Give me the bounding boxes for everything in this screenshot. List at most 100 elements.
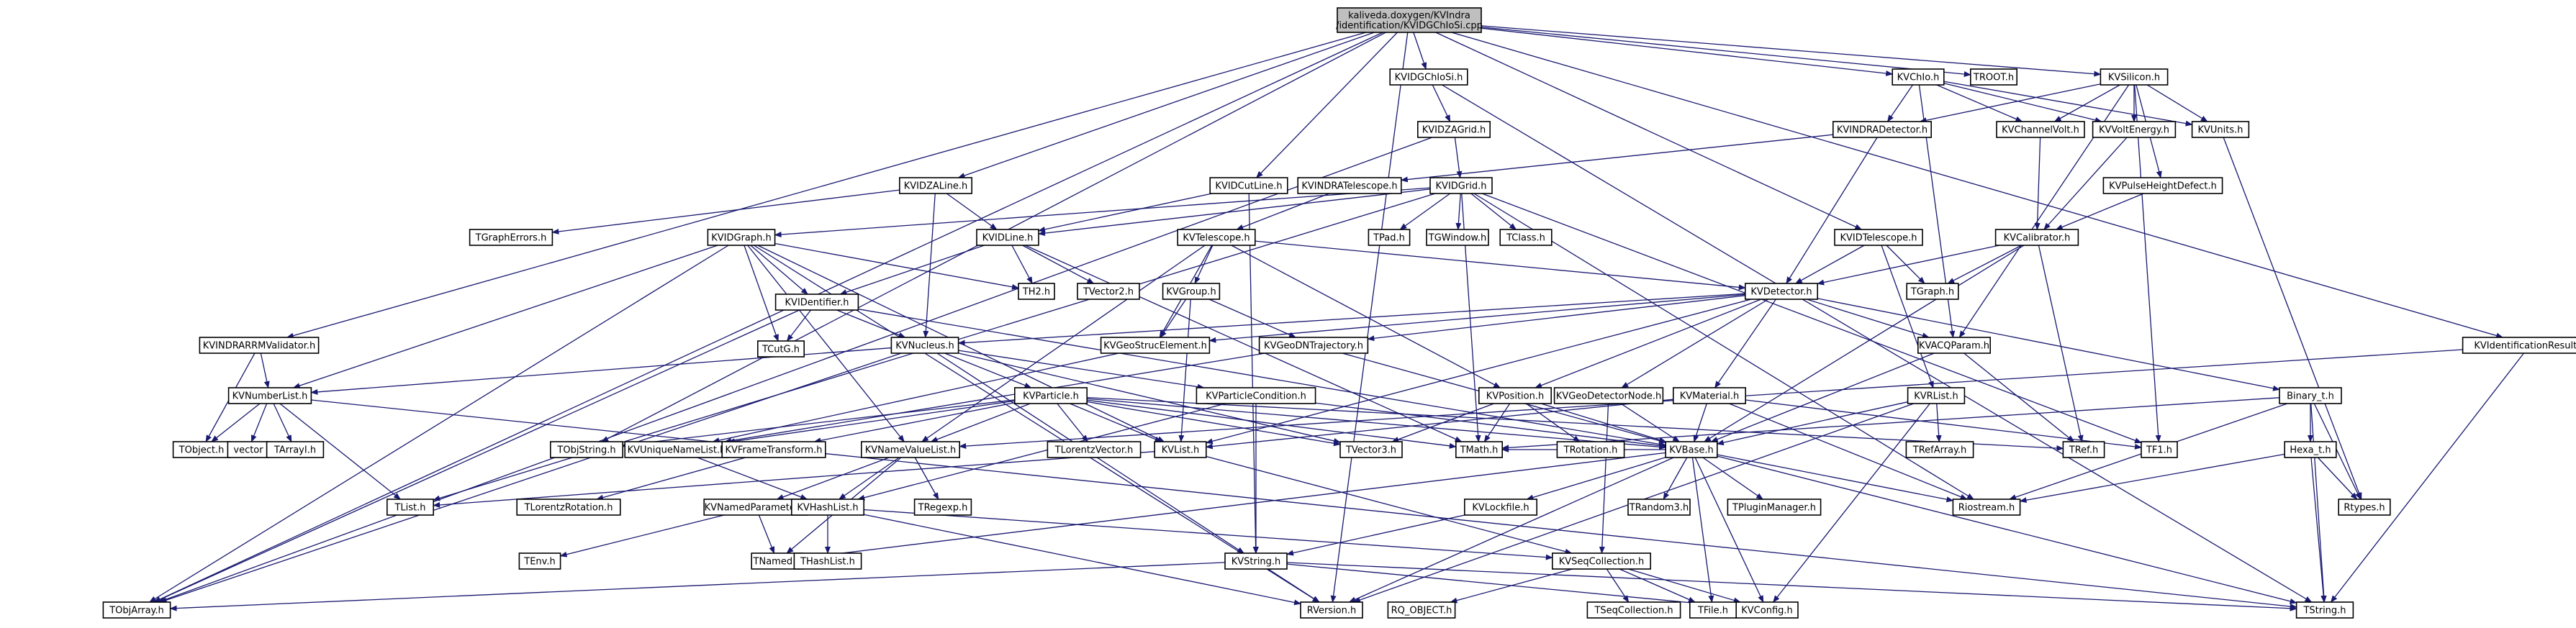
edge-binary-t-to-tmath (1501, 397, 2280, 451)
file-node-kvdetector[interactable]: KVDetector.h (1745, 283, 1819, 300)
file-node-kvpulseheightdefect[interactable]: KVPulseHeightDefect.h (2102, 177, 2223, 194)
root-file-node[interactable]: kaliveda.doxygen/KVIndra/identification/… (1336, 7, 1483, 33)
file-node-kvcalibrator[interactable]: KVCalibrator.h (1994, 229, 2079, 246)
node-box (1834, 229, 1923, 246)
file-node-tlorentzrotation: TLorentzRotation.h (516, 499, 621, 516)
file-node-tref: TRef.h (2062, 441, 2105, 458)
file-node-kvrlist[interactable]: KVRList.h (1907, 387, 1966, 404)
node-box (1047, 441, 1142, 458)
file-node-kvchannelvolt[interactable]: KVChannelVolt.h (1996, 121, 2085, 138)
node-box (899, 177, 973, 194)
file-node-kvidgchiosi[interactable]: KVIDGChIoSi.h (1389, 68, 1468, 86)
node-label: KVNucleus.h (895, 341, 954, 352)
file-node-kvchio[interactable]: KVChIo.h (1892, 68, 1945, 86)
node-box (1745, 283, 1819, 300)
file-node-kvtelescope[interactable]: KVTelescope.h (1177, 229, 1256, 246)
file-node-kvindrarrmvalidator[interactable]: KVINDRARRMValidator.h (199, 337, 320, 354)
file-node-kvhashlist[interactable]: KVHashList.h (791, 499, 865, 516)
file-node-kvuniquenamelist[interactable]: KVUniqueNameList.h (624, 441, 729, 458)
node-label: TGWindow.h (1428, 233, 1486, 244)
node-label: TGraphErrors.h (475, 233, 547, 244)
node-label: TROOT.h (1973, 73, 2014, 83)
edge-layer (148, 25, 2524, 611)
file-node-binary-t[interactable]: Binary_t.h (2279, 387, 2342, 404)
file-node-kvidcutline[interactable]: KVIDCutLine.h (1209, 177, 1288, 194)
file-node-kvnamevaluelist[interactable]: KVNameValueList.h (861, 441, 961, 458)
file-node-kvnamedparameter[interactable]: KVNamedParameter.h (703, 499, 808, 516)
edge-kvstring-to-rversion (1267, 568, 1320, 603)
file-node-kvstring[interactable]: KVString.h (1224, 552, 1288, 570)
edge-kvidgrid-to-kvidgraph (774, 187, 1431, 237)
file-node-kvposition[interactable]: KVPosition.h (1478, 387, 1553, 404)
file-node-trandom3: TRandom3.h (1627, 499, 1691, 516)
file-node-kvacqparam[interactable]: KVACQParam.h (1917, 337, 1992, 354)
file-node-kvidgrid[interactable]: KVIDGrid.h (1429, 177, 1493, 194)
edge-kvnucleus-to-kvparticlecondition (958, 350, 1205, 390)
file-node-kvidzaline[interactable]: KVIDZALine.h (899, 177, 973, 194)
file-node-kvsilicon[interactable]: KVSilicon.h (2100, 68, 2169, 86)
file-node-kvgeodetectornode[interactable]: KVGeoDetectorNode.h (1553, 387, 1664, 404)
edge-kvstring-to-tstring (1286, 562, 2297, 611)
edge-kvidgchiosi-to-kvidzagrid (1432, 84, 1451, 122)
edge-kvbase-to-tstring (1717, 455, 2297, 604)
edge-root-to-troot (1481, 27, 1971, 77)
node-label: TMath.h (1460, 445, 1499, 456)
file-node-hexa-t[interactable]: Hexa_t.h (2284, 441, 2337, 458)
edge-kvidentifier-to-kvnucleus (836, 309, 906, 338)
node-label: vector (233, 445, 263, 456)
file-node-kvmaterial[interactable]: KVMaterial.h (1673, 387, 1747, 404)
file-node-kvidgraph[interactable]: KVIDGraph.h (707, 229, 776, 246)
node-label: KVRList.h (1914, 391, 1958, 402)
edge-kvchio-to-kvvoltenergy (1943, 83, 2102, 123)
file-node-kvparticle[interactable]: KVParticle.h (1014, 387, 1088, 404)
file-node-th2: TH2.h (1018, 283, 1055, 300)
file-node-kvgroup[interactable]: KVGroup.h (1162, 283, 1221, 300)
edge-kvbase-to-tpluginmanager (1702, 457, 1764, 500)
node-label: KVIDentifier.h (785, 298, 849, 309)
file-node-kvidtelescope[interactable]: KVIDTelescope.h (1834, 229, 1923, 246)
file-node-kvlockfile[interactable]: KVLockfile.h (1464, 499, 1538, 516)
file-node-kvindradetector[interactable]: KVINDRADetector.h (1832, 121, 1933, 138)
edge-kvseqcollection-to-tseqcollection (1606, 568, 1630, 603)
file-node-kvidline[interactable]: KVIDLine.h (976, 229, 1039, 246)
edge-binary-t-to-rtypes (2313, 403, 2362, 500)
edge-kvnucleus-to-tobjarray (159, 352, 902, 603)
file-node-kvidentificationresult[interactable]: KVIdentificationResult.h (2462, 337, 2576, 354)
node-box (386, 499, 434, 516)
edge-root-to-kvidzaline (957, 32, 1375, 178)
node-label: KVPosition.h (1486, 391, 1544, 402)
edge-root-to-kvindrarrmvalidator (286, 32, 1367, 339)
edge-kvparticle-to-tref (1087, 396, 2064, 452)
node-label: TObjArray.h (109, 606, 164, 616)
file-node-kvgeostrucelement[interactable]: KVGeoStrucElement.h (1100, 337, 1211, 354)
file-node-kvparticlecondition[interactable]: KVParticleCondition.h (1196, 387, 1316, 404)
file-node-kvindratelescope[interactable]: KVINDRATelescope.h (1297, 177, 1402, 194)
file-node-kvframetransform[interactable]: KVFrameTransform.h (721, 441, 826, 458)
edge-kvbase-to-kvconfig (1694, 457, 1764, 603)
file-node-kvseqcollection[interactable]: KVSeqCollection.h (1552, 552, 1652, 570)
node-label: TRandom3.h (1629, 503, 1689, 514)
edge-kvgroup-to-kvgeodntrajectory (1208, 299, 1296, 338)
file-node-kvidentifier[interactable]: KVIDentifier.h (774, 293, 859, 311)
file-node-kvconfig: KVConfig.h (1735, 601, 1799, 619)
file-node-kvlist[interactable]: KVList.h (1154, 441, 1207, 458)
file-node-kvvoltenergy[interactable]: KVVoltEnergy.h (2092, 121, 2177, 138)
node-label: THashList.h (800, 557, 855, 568)
edge-kvnumberlist-to-tarrayi (273, 403, 292, 442)
file-node-kvnucleus[interactable]: KVNucleus.h (890, 337, 959, 354)
file-node-kvgeodntrajectory[interactable]: KVGeoDNTrajectory.h (1258, 337, 1369, 354)
node-box (1499, 229, 1553, 246)
node-box (707, 229, 776, 246)
edge-kvgroup-to-kvlist (1178, 299, 1191, 442)
edge-kvnumberlist-to-tobject (211, 403, 261, 442)
file-node-kvunits[interactable]: KVUnits.h (2191, 121, 2250, 138)
edge-root-to-kvidentificationresult (1451, 32, 2504, 339)
file-node-kvbase[interactable]: KVBase.h (1665, 441, 1718, 458)
file-node-kvnumberlist[interactable]: KVNumberList.h (227, 387, 312, 404)
node-box (1905, 441, 1974, 458)
edge-kvidentifier-to-tcutg (786, 309, 812, 342)
node-label: KVParticleCondition.h (1206, 391, 1306, 402)
node-box (1970, 68, 2018, 86)
file-node-kvidzagrid[interactable]: KVIDZAGrid.h (1417, 121, 1491, 138)
edge-kvidentifier-to-kvbase (858, 309, 1667, 447)
